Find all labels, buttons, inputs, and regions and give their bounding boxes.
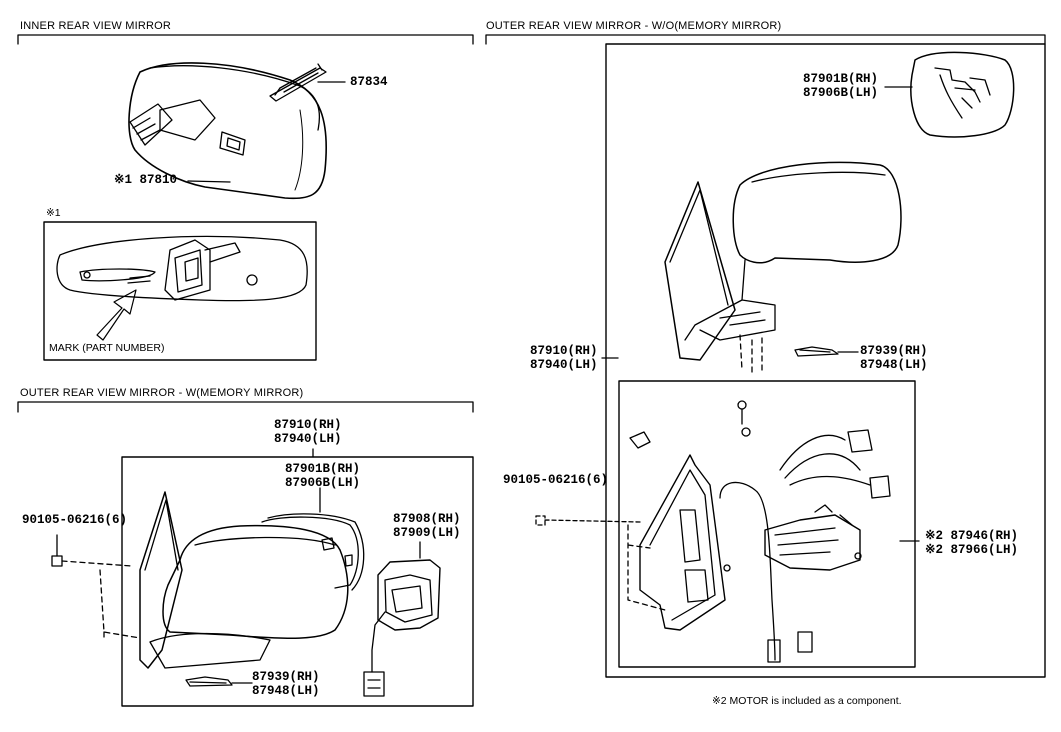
wo-glass-part-number[interactable]: 87901B(RH) 87906B(LH) [803, 72, 878, 100]
w-motor-lh[interactable]: 87909(LH) [393, 526, 461, 540]
outer-wo-main-box [605, 43, 1046, 678]
mirror-clip-drawing [269, 63, 327, 102]
inner-mirror-drawing [128, 62, 328, 200]
wo-cover-drawing [794, 346, 839, 357]
w-cover-rh[interactable]: 87939(RH) [252, 670, 320, 684]
inner-section-title: INNER REAR VIEW MIRROR [20, 20, 172, 32]
wo-screw-left [535, 515, 641, 526]
w-glass-rh[interactable]: 87901B(RH) [285, 462, 361, 476]
w-assy-lh[interactable]: 87940(LH) [274, 432, 342, 446]
wo-assy-lh[interactable]: 87940(LH) [530, 358, 598, 372]
wo-motor-lh[interactable]: ※2 87966(LH) [925, 543, 1018, 557]
w-glass-part-number[interactable]: 87901B(RH) 87906B(LH) [285, 462, 360, 490]
w-motor-part-number[interactable]: 87908(RH) 87909(LH) [393, 512, 461, 540]
w-cover-lh[interactable]: 87948(LH) [252, 684, 320, 698]
wo-mirror-glass-drawing [910, 51, 1015, 138]
w-mirror-assembly-drawing [139, 491, 349, 669]
w-mirror-glass-drawing [261, 513, 365, 591]
wo-assy-rh[interactable]: 87910(RH) [530, 344, 598, 358]
w-glass-lh[interactable]: 87906B(LH) [285, 476, 361, 490]
outer-wo-section-bracket [485, 34, 1046, 45]
detail-mirror-back [56, 235, 308, 302]
outer-w-box [121, 456, 474, 707]
wo-motor-rh[interactable]: ※2 87946(RH) [925, 529, 1018, 543]
detail-box [43, 221, 317, 361]
wo-screw-part-number[interactable]: 90105-06216(6) [503, 473, 609, 487]
outer-w-section-bracket [17, 401, 474, 413]
wo-cover-rh[interactable]: 87939(RH) [860, 344, 928, 358]
wo-cover-part-number[interactable]: 87939(RH) 87948(LH) [860, 344, 928, 372]
w-cover-drawing [185, 676, 233, 687]
wo-motor-harness-drawing [719, 429, 891, 663]
w-motor-drawing [363, 559, 441, 697]
wo-glass-lh[interactable]: 87906B(LH) [803, 86, 879, 100]
w-assy-part-number[interactable]: 87910(RH) 87940(LH) [274, 418, 342, 446]
wo-screw-drawing [737, 400, 751, 437]
inner-section-bracket [17, 34, 474, 45]
detail-reference-mark: ※1 [46, 207, 61, 219]
wo-glass-rh[interactable]: 87901B(RH) [803, 72, 879, 86]
w-screw-drawing [51, 534, 141, 641]
wo-cover-lh[interactable]: 87948(LH) [860, 358, 928, 372]
leader-87810 [187, 180, 231, 183]
w-cover-part-number[interactable]: 87939(RH) 87948(LH) [252, 670, 320, 698]
w-motor-rh[interactable]: 87908(RH) [393, 512, 461, 526]
outer-wo-sub-box [618, 380, 916, 668]
mark-label: MARK (PART NUMBER) [49, 342, 165, 354]
mark-arrow [96, 289, 137, 341]
outer-wo-section-title: OUTER REAR VIEW MIRROR - W/O(MEMORY MIRR… [486, 20, 782, 32]
wo-assy-part-number[interactable]: 87910(RH) 87940(LH) [530, 344, 598, 372]
w-screw-part-number[interactable]: 90105-06216(6) [22, 513, 128, 527]
part-number-87810[interactable]: ※1 87810 [114, 173, 177, 187]
part-number-87834[interactable]: 87834 [350, 75, 388, 89]
outer-w-section-title: OUTER REAR VIEW MIRROR - W(MEMORY MIRROR… [20, 387, 304, 399]
w-assy-rh[interactable]: 87910(RH) [274, 418, 342, 432]
wo-motor-part-number[interactable]: ※2 87946(RH) ※2 87966(LH) [925, 529, 1018, 557]
wo-mirror-assembly-drawing [664, 161, 902, 373]
motor-footnote: ※2 MOTOR is included as a component. [712, 695, 902, 707]
wo-bracket-drawing [627, 431, 726, 631]
